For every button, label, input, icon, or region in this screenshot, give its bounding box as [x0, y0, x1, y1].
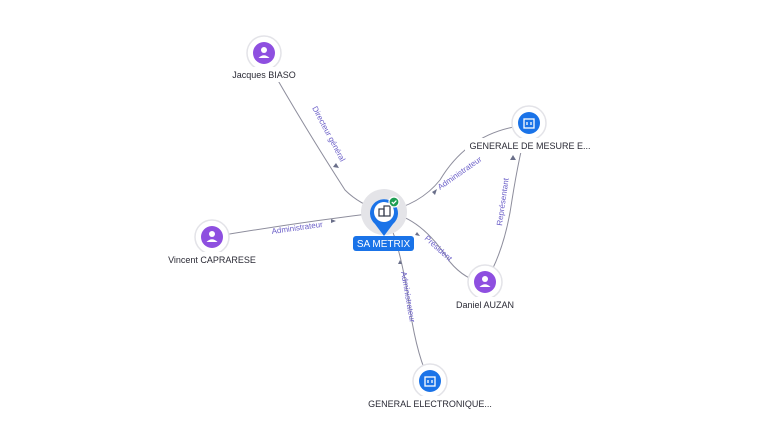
edge-label-vincent: Administrateur [271, 220, 324, 236]
check-mark [391, 200, 397, 205]
node-jacques[interactable]: Jacques BIASO [222, 35, 306, 82]
node-label-box [465, 138, 595, 153]
node-general-electronique[interactable]: GENERAL ELECTRONIQUE... [362, 363, 498, 411]
node-vincent[interactable]: Vincent CAPRARESE [160, 219, 264, 267]
node-daniel[interactable]: Daniel AUZAN [447, 264, 523, 312]
node-generale-mesure[interactable]: GENERALE DE MESURE E... [465, 105, 595, 153]
node-label-box [447, 297, 523, 312]
edge-generale [383, 124, 529, 213]
node-label-generale-mesure: GENERALE DE MESURE E... [469, 141, 590, 151]
arrow-generale [432, 189, 437, 195]
edge-label-jacques: Directeur général [310, 105, 347, 164]
building-icon [378, 205, 391, 217]
node-sa-metrix[interactable]: SA METRIX [353, 189, 414, 251]
edge-arrows [331, 155, 516, 264]
arrow-jacques [333, 163, 339, 168]
company-circle [419, 370, 441, 392]
arrow-daniel [415, 232, 420, 236]
node-label-general-electronique: GENERAL ELECTRONIQUE... [368, 399, 492, 409]
edge-label-daniel: Président [423, 234, 455, 264]
person-icon [258, 47, 270, 58]
arrow-daniel-generale [510, 155, 516, 160]
node-label-jacques: Jacques BIASO [232, 70, 296, 80]
edge-label-general-elec: Administrateur [399, 271, 417, 324]
edge-label-generale: Administrateur [436, 154, 484, 191]
arrow-vincent [331, 219, 336, 223]
center-label: SA METRIX [357, 239, 411, 250]
building-icon [523, 118, 535, 129]
node-label-box [222, 67, 306, 82]
person-icon [206, 231, 218, 242]
center-label-box [353, 236, 414, 251]
node-label-box [362, 396, 498, 411]
company-circle [518, 112, 540, 134]
arrow-general-elec [398, 260, 402, 264]
person-icon [479, 276, 491, 287]
node-label-box [160, 252, 264, 267]
check-icon [388, 196, 400, 208]
node-label-vincent: Vincent CAPRARESE [168, 255, 256, 265]
node-label-daniel: Daniel AUZAN [456, 300, 514, 310]
building-icon [424, 376, 436, 387]
